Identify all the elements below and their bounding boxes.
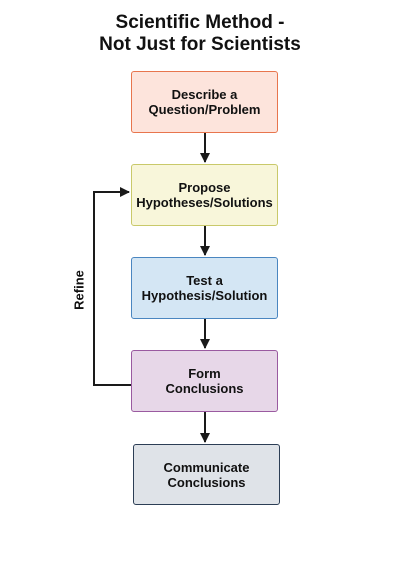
title-line-1: Scientific Method -: [115, 12, 285, 33]
step-form-conclusions: Form Conclusions: [131, 350, 278, 412]
step-propose-label: Propose Hypotheses/Solutions: [136, 180, 273, 210]
step-propose-hypotheses: Propose Hypotheses/Solutions: [131, 164, 278, 226]
step-test-label: Test a Hypothesis/Solution: [141, 273, 268, 303]
refine-loop-label: Refine: [71, 270, 87, 310]
step-test-hypothesis: Test a Hypothesis/Solution: [131, 257, 278, 319]
step-form-label: Form Conclusions: [165, 366, 244, 396]
step-communicate-label: Communicate Conclusions: [163, 459, 250, 490]
step-describe-question: Describe a Question/Problem: [131, 71, 278, 133]
step-communicate-conclusions: Communicate Conclusions: [133, 444, 280, 505]
diagram-title: Scientific Method - Not Just for Scienti…: [0, 12, 400, 56]
step-describe-label: Describe a Question/Problem: [148, 87, 261, 117]
refine-loop-arrow: [93, 187, 131, 386]
title-line-2: Not Just for Scientists: [99, 34, 301, 55]
